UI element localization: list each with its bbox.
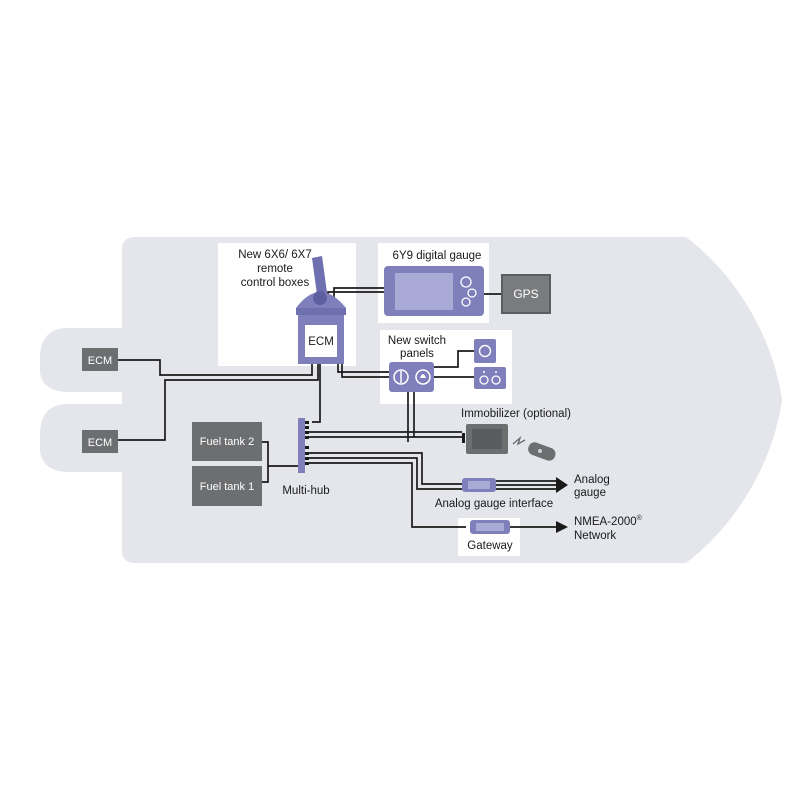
dual-switch-panel-icon (474, 367, 506, 389)
analog-interface-label: Analog gauge interface (435, 498, 553, 510)
multi-hub-icon (298, 418, 309, 473)
gps-label: GPS (513, 287, 538, 301)
engine-ecm-2 (82, 430, 118, 453)
engine-ecm-1 (82, 348, 118, 371)
gateway-icon (470, 520, 510, 534)
analog-gauge-label-line1: Analog (574, 474, 610, 486)
switch-label-line1: New switch (388, 335, 446, 347)
fuel-tank-1 (192, 466, 262, 506)
main-switch-panel-icon (389, 362, 434, 392)
nmea-label-line1: NMEA-2000® (574, 514, 643, 528)
engine-ecm-1-label: ECM (88, 355, 112, 367)
remote-label-line3: control boxes (241, 277, 310, 289)
remote-label-line2: remote (257, 263, 293, 275)
immobilizer-unit-icon (462, 424, 508, 454)
signal-icon (512, 435, 526, 446)
engine-ecm-2-label: ECM (88, 437, 112, 449)
immobilizer-label: Immobilizer (optional) (461, 408, 571, 420)
remote-ecm-label: ECM (308, 336, 334, 348)
fuel-tank-2-label: Fuel tank 2 (200, 436, 254, 448)
switch-label-line2: panels (400, 348, 434, 360)
single-switch-panel-icon (474, 339, 496, 363)
analog-gauge-interface-icon (462, 478, 496, 492)
wiring (118, 287, 568, 533)
analog-gauge-label-line2: gauge (574, 487, 606, 499)
remote-label-line1: New 6X6/ 6X7 (238, 249, 312, 261)
key-fob-icon (528, 442, 556, 461)
gauge-title: 6Y9 digital gauge (393, 250, 482, 262)
nmea-label-line2: Network (574, 530, 616, 542)
fuel-tank-2 (192, 422, 262, 461)
gps-box (501, 274, 551, 314)
digital-gauge-icon (384, 266, 484, 316)
fuel-tank-1-label: Fuel tank 1 (200, 481, 254, 493)
remote-control-box-icon (296, 256, 346, 364)
gateway-label: Gateway (467, 540, 513, 552)
multi-hub-label: Multi-hub (282, 485, 329, 497)
